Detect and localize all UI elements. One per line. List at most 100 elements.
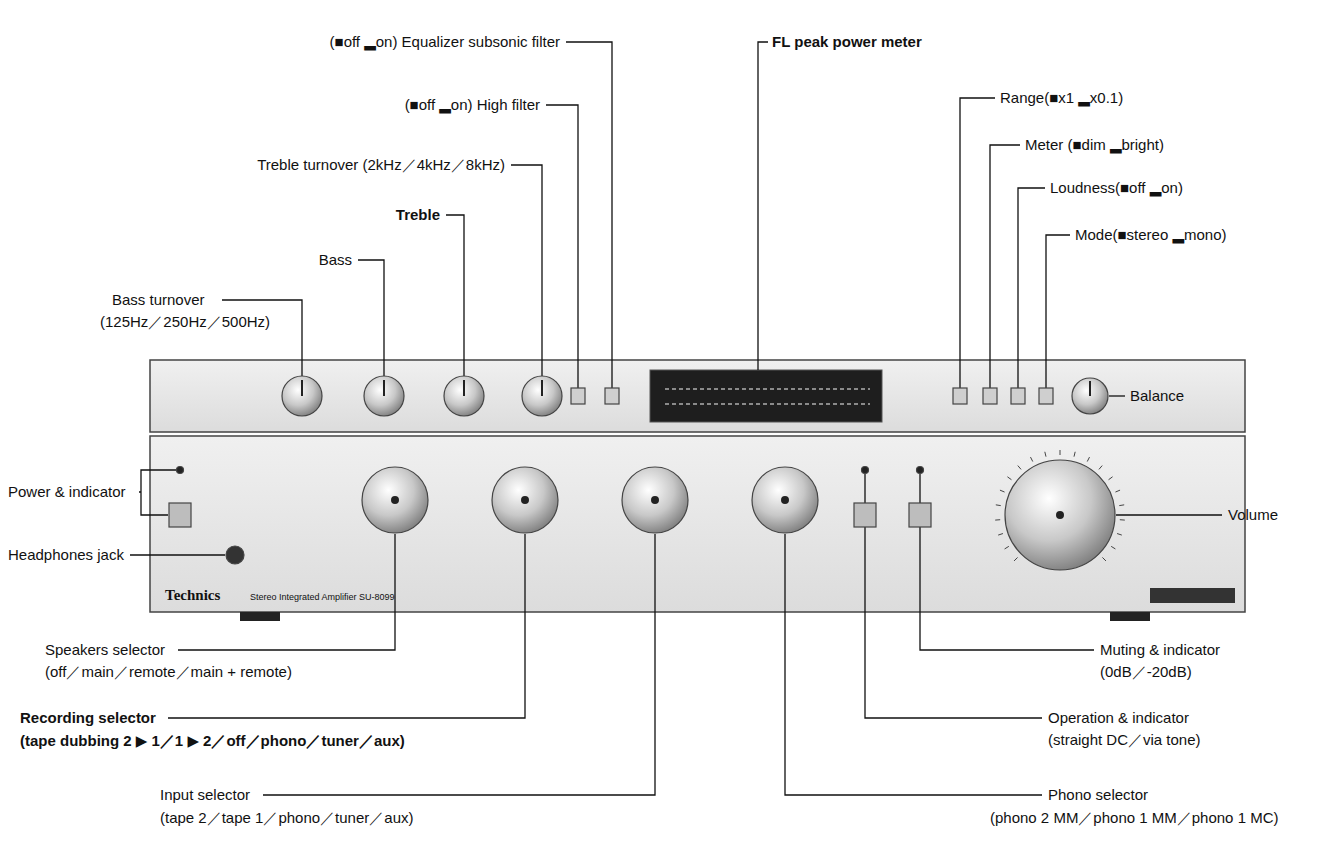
knob [622, 467, 688, 533]
scale-tick [1099, 466, 1102, 470]
callout-label: FL peak power meter [772, 33, 922, 50]
scale-tick [1115, 490, 1120, 492]
knob [444, 376, 484, 416]
push-switch [854, 503, 876, 527]
push-switch [909, 503, 931, 527]
knob-pointers [302, 380, 1090, 518]
leader-line [1018, 188, 1045, 388]
callout-label: Stereo Integrated Amplifier SU-8099 [250, 592, 395, 602]
callout-label: Technics [165, 587, 220, 604]
pointer [301, 380, 303, 396]
scale-tick [1045, 452, 1046, 457]
pointer [782, 497, 788, 503]
leader-line [566, 42, 612, 388]
meter-bar [665, 388, 870, 390]
callout-label: Volume [1228, 506, 1278, 523]
callout-label: (■off ▂on) Equalizer subsonic filter [330, 33, 560, 50]
foot [1110, 612, 1150, 621]
scale-tick [1109, 477, 1113, 480]
fl-meter [650, 370, 882, 422]
scale-tick [998, 534, 1003, 536]
scale-tick [1119, 504, 1124, 506]
callout-label: Speakers selector [45, 641, 165, 658]
knob [1072, 378, 1108, 414]
callout-label: Treble turnover (2kHz／4kHz／8kHz) [257, 156, 505, 173]
callout-label: Meter (■dim ▂bright) [1025, 136, 1164, 153]
callout-label: Loudness(■off ▂on) [1050, 179, 1183, 196]
power-switch [169, 503, 191, 527]
callout-label: Input selector [160, 786, 250, 803]
push-button [983, 388, 997, 404]
scale-tick [1087, 457, 1089, 461]
scale-tick [1018, 466, 1021, 470]
leader-line [758, 42, 768, 370]
push-button [605, 388, 619, 404]
push-button [1039, 388, 1053, 404]
leader-line [263, 534, 655, 795]
scale-tick [1060, 450, 1061, 455]
controls [169, 376, 1125, 570]
callout-label: Headphones jack [8, 546, 124, 563]
leader-line [1116, 514, 1222, 515]
callout-label: Operation & indicator [1048, 709, 1189, 726]
callout-label: Phono selector [1048, 786, 1148, 803]
push-button [571, 388, 585, 404]
volume-scale [995, 450, 1125, 561]
leader-line [990, 145, 1020, 388]
pointer [652, 497, 658, 503]
pointer [463, 380, 465, 396]
callout-label: Muting & indicator [1100, 641, 1220, 658]
callout-label: (■off ▂on) High filter [405, 96, 540, 113]
leader-line [1046, 235, 1070, 388]
knob [282, 376, 322, 416]
scale-tick [1102, 557, 1106, 561]
scale-tick [1014, 557, 1018, 561]
meter-bar [665, 403, 870, 405]
pointer [541, 380, 543, 396]
knob [362, 467, 428, 533]
pointer [1057, 512, 1063, 518]
leader-line [168, 534, 525, 718]
push-button [953, 388, 967, 404]
indicator [917, 467, 924, 474]
pointer [392, 497, 398, 503]
headphone-jack [226, 546, 244, 564]
scale-tick [995, 519, 1000, 520]
leader-line [446, 215, 464, 376]
scale-tick [1000, 490, 1005, 492]
leader-line [546, 105, 578, 388]
scale-tick [1111, 546, 1115, 549]
leader-line [1109, 395, 1125, 396]
callout-label: Power & indicator [8, 483, 126, 500]
volume-knob [1005, 460, 1115, 570]
leader-line [130, 554, 225, 555]
leader-line [222, 300, 302, 376]
pointer [522, 497, 528, 503]
scale-tick [1074, 452, 1075, 457]
scale-tick [1005, 546, 1009, 549]
callout-label: (0dB／-20dB) [1100, 663, 1192, 680]
indicator [177, 467, 184, 474]
indicator [862, 467, 869, 474]
knob [752, 467, 818, 533]
callout-label: Bass turnover [112, 291, 205, 308]
knob [364, 376, 404, 416]
knob [492, 467, 558, 533]
callout-label: Mode(■stereo ▂mono) [1075, 226, 1227, 243]
leader-lines [130, 42, 1222, 795]
leader-line [358, 260, 384, 376]
badge [1150, 588, 1235, 603]
push-button [1011, 388, 1025, 404]
scale-tick [1007, 477, 1011, 480]
leader-line [785, 534, 1042, 795]
callout-label: (straight DC／via tone) [1048, 731, 1201, 748]
callout-label: (off／main／remote／main + remote) [45, 663, 292, 680]
foot [240, 612, 280, 621]
scale-tick [1117, 534, 1122, 536]
upper-panel [150, 360, 1245, 432]
leader-line [511, 165, 542, 376]
callout-label: (tape dubbing 2 ▶ 1／1 ▶ 2／off／phono／tune… [20, 732, 405, 749]
knob [522, 376, 562, 416]
